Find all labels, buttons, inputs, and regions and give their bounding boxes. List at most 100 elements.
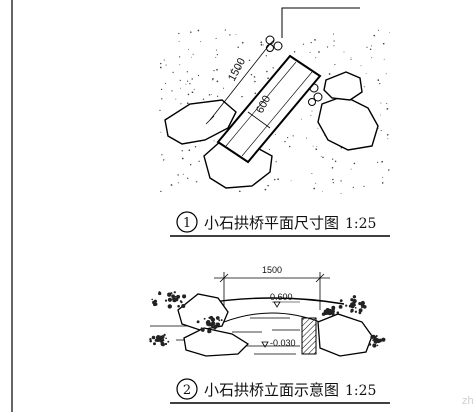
stipple-dot bbox=[193, 88, 195, 90]
stipple-dot bbox=[235, 34, 237, 35]
stipple-dot bbox=[309, 51, 311, 53]
shrub-leaf bbox=[196, 320, 200, 324]
stipple-dot bbox=[360, 65, 362, 67]
stipple-dot bbox=[202, 98, 205, 100]
stipple-dot bbox=[253, 76, 256, 78]
shrub-leaf bbox=[149, 339, 152, 343]
stipple-dot bbox=[239, 61, 242, 63]
shrub-leaf bbox=[220, 319, 223, 322]
shrub-leaf bbox=[350, 310, 353, 313]
stipple-dot bbox=[160, 88, 163, 91]
stipple-dot bbox=[179, 64, 181, 66]
stipple-dot bbox=[161, 154, 163, 156]
stipple-dot bbox=[302, 43, 305, 45]
shrub-leaf bbox=[167, 340, 170, 343]
elevation-number: 2 bbox=[183, 383, 191, 398]
stipple-dot bbox=[389, 31, 391, 33]
stipple-dot bbox=[265, 55, 268, 57]
stipple-dot bbox=[331, 167, 334, 169]
elevation-title: 小石拱桥立面示意图 bbox=[204, 381, 339, 399]
elevation-rocks-right bbox=[317, 313, 373, 357]
stipple-dot bbox=[163, 159, 165, 161]
shrub-leaf bbox=[167, 304, 172, 309]
elevation-title-block: 2 小石拱桥立面示意图 1:25 bbox=[170, 378, 390, 404]
stipple-dot bbox=[163, 59, 165, 61]
shrub-leaf bbox=[372, 339, 374, 341]
shrub-leaf bbox=[155, 335, 159, 339]
stipple-dot bbox=[332, 33, 335, 35]
stipple-dot bbox=[186, 80, 189, 82]
shrub-leaf bbox=[354, 310, 358, 313]
plan-width-dimension bbox=[247, 111, 271, 129]
stipple-dot bbox=[369, 48, 372, 51]
stipple-dot bbox=[322, 156, 324, 159]
stipple-dot bbox=[190, 31, 192, 33]
shrub-leaf bbox=[160, 341, 165, 347]
stipple-dot bbox=[180, 87, 182, 89]
stipple-dot bbox=[224, 29, 226, 31]
shrub-leaf bbox=[358, 311, 362, 315]
stipple-dot bbox=[267, 184, 269, 187]
shrub-leaf bbox=[378, 338, 383, 343]
shrub-leaf bbox=[149, 338, 152, 341]
elevation-view: 1500 0.600 -0.030 bbox=[149, 265, 390, 404]
shrub-leaf bbox=[358, 308, 363, 313]
water-level-marker bbox=[261, 341, 269, 348]
stipple-dot bbox=[288, 145, 291, 148]
shrub-leaf bbox=[159, 338, 164, 343]
stipple-dot bbox=[164, 82, 167, 84]
shrub-leaf bbox=[218, 319, 221, 322]
shrub-leaf bbox=[177, 304, 180, 308]
plan-view: 1500 600 1 小石拱桥平面尺寸图 1:25 bbox=[159, 7, 391, 237]
shrub-leaf bbox=[165, 337, 167, 340]
stipple-dot bbox=[229, 34, 231, 36]
plan-title-block: 1 小石拱桥平面尺寸图 1:25 bbox=[170, 211, 390, 237]
shrub-leaf bbox=[154, 338, 158, 342]
shrub-leaf bbox=[352, 299, 354, 302]
stipple-dot bbox=[185, 83, 187, 85]
stipple-dot bbox=[238, 67, 241, 69]
stipple-dot bbox=[292, 135, 294, 137]
stipple-dot bbox=[191, 91, 194, 94]
shrub-leaf bbox=[215, 322, 218, 325]
stipple-dot bbox=[175, 98, 177, 100]
stipple-dot bbox=[208, 94, 211, 96]
stipple-dot bbox=[178, 40, 180, 42]
stipple-dot bbox=[382, 42, 385, 45]
stipple-dot bbox=[380, 129, 382, 132]
stipple-dot bbox=[210, 93, 212, 95]
shrub-leaf bbox=[338, 304, 343, 309]
stipple-dot bbox=[181, 157, 184, 160]
stipple-dot bbox=[290, 180, 292, 182]
stipple-dot bbox=[332, 178, 334, 181]
plan-title: 小石拱桥平面尺寸图 bbox=[204, 214, 339, 232]
stipple-dot bbox=[272, 67, 274, 69]
shrub-leaf bbox=[363, 305, 367, 309]
elevation-rocks-left bbox=[177, 293, 250, 357]
shrub-leaf bbox=[354, 307, 357, 309]
shrub-leaf bbox=[181, 303, 186, 309]
stipple-dot bbox=[311, 172, 313, 175]
stipple-dot bbox=[274, 133, 276, 135]
shrub-leaf bbox=[203, 317, 206, 320]
stipple-dot bbox=[388, 169, 390, 171]
stipple-dot bbox=[300, 118, 302, 120]
shrub-leaf bbox=[350, 303, 355, 309]
stipple-dot bbox=[159, 66, 162, 69]
stipple-dot bbox=[178, 32, 180, 35]
stipple-dot bbox=[333, 45, 335, 47]
stipple-dot bbox=[306, 137, 307, 139]
stipple-dot bbox=[181, 150, 184, 152]
stipple-dot bbox=[277, 178, 279, 181]
water-level-label: -0.030 bbox=[270, 338, 296, 348]
rock-left-upper bbox=[177, 293, 229, 331]
shrub-leaf bbox=[336, 311, 340, 314]
stipple-dot bbox=[377, 79, 380, 81]
rock-right-main bbox=[317, 313, 373, 357]
shrub-leaf bbox=[176, 294, 181, 299]
stipple-dot bbox=[187, 48, 189, 50]
shrub-leaf bbox=[331, 313, 335, 316]
stipple-dot bbox=[275, 161, 277, 163]
stipple-dot bbox=[326, 46, 329, 48]
top-level-label: 0.600 bbox=[270, 292, 293, 302]
